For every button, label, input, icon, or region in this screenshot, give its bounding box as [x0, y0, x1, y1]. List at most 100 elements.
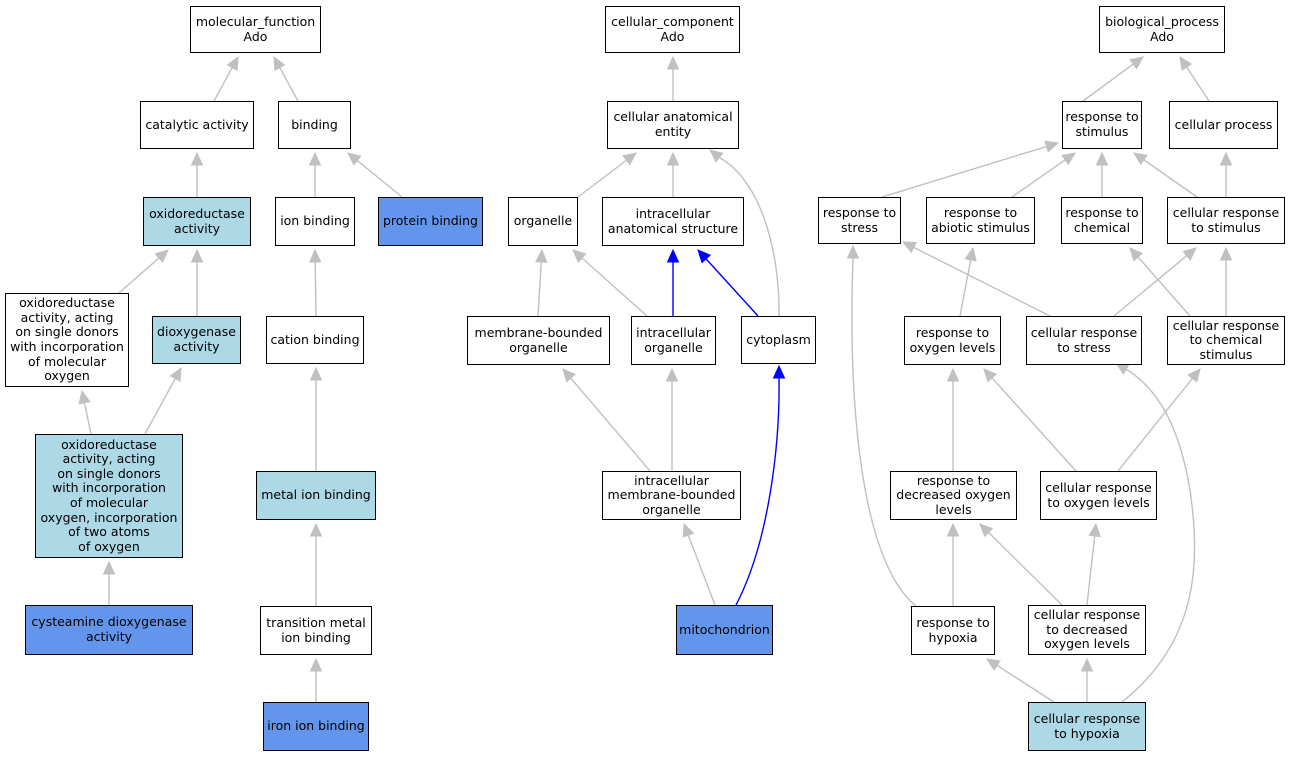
edge-crstress-to-crstim: [1113, 255, 1188, 317]
edge-oxsd-to-oxred-line: [118, 257, 160, 294]
node-metalb[interactable]: metal ion binding: [256, 471, 376, 520]
edge-cyto-to-ias-arrowhead: [697, 249, 712, 264]
node-mito[interactable]: mitochondrion: [676, 605, 773, 655]
edge-cp-to-bp-line: [1186, 66, 1210, 102]
edge-rts-to-bp: [1082, 63, 1134, 102]
edge-crdol-to-rdol: [988, 531, 1063, 606]
edge-protb-to-bind: [356, 160, 403, 198]
edge-io-to-organelle-line: [581, 257, 648, 317]
node-ionb[interactable]: ion binding: [275, 197, 355, 246]
edge-cyto-to-ias: [705, 258, 759, 317]
node-rts[interactable]: response to stimulus: [1062, 101, 1142, 149]
node-rdol[interactable]: response to decreased oxygen levels: [890, 471, 1017, 520]
edge-cyto-to-cae-arrowhead: [709, 149, 724, 163]
node-ras[interactable]: response to abiotic stimulus: [926, 197, 1035, 244]
edge-rol-to-ras: [959, 259, 972, 317]
edge-crol-to-crchem-arrowhead: [1187, 368, 1201, 383]
node-crhyp[interactable]: cellular response to hypoxia: [1028, 702, 1146, 751]
edge-oxsd2-to-oxsd: [83, 402, 92, 435]
node-oxsd2[interactable]: oxidoreductase activity, acting on singl…: [35, 434, 183, 558]
edge-ras-to-rts: [1011, 159, 1066, 198]
edge-mito-to-cyto: [735, 377, 780, 606]
edge-mbo-to-organelle-line: [537, 261, 542, 317]
edge-cp-to-bp-arrowhead: [1179, 55, 1193, 71]
edge-cp-to-bp: [1186, 66, 1210, 102]
node-rol[interactable]: response to oxygen levels: [904, 316, 1001, 365]
edge-mito-to-imbo-arrowhead: [682, 522, 695, 538]
edge-crdol-to-crol-arrowhead: [1088, 522, 1101, 538]
edge-tmib-to-metalb-arrowhead: [309, 522, 323, 537]
edge-bind-to-mf-line: [279, 67, 299, 102]
node-cationb[interactable]: cation binding: [266, 316, 364, 364]
node-crstim[interactable]: cellular response to stimulus: [1167, 197, 1285, 244]
edge-organelle-to-cae: [577, 159, 627, 198]
edge-crhyp-to-crdol-arrowhead: [1080, 657, 1094, 672]
edge-crchem-to-rchem-arrowhead: [1129, 247, 1143, 262]
edge-protb-to-bind-line: [356, 160, 403, 198]
edge-crstress-to-crstim-arrowhead: [1182, 247, 1197, 261]
node-cae[interactable]: cellular anatomical entity: [607, 101, 739, 149]
node-io[interactable]: intracellular organelle: [631, 316, 716, 365]
node-crchem[interactable]: cellular response to chemical stimulus: [1167, 316, 1285, 365]
edge-bind-to-mf: [279, 67, 299, 102]
node-ironb[interactable]: iron ion binding: [263, 702, 369, 751]
node-cp[interactable]: cellular process: [1169, 101, 1278, 149]
node-rstress[interactable]: response to stress: [818, 197, 901, 244]
node-bind[interactable]: binding: [278, 101, 351, 149]
edge-ias-to-cae-arrowhead: [666, 151, 680, 166]
node-oxsd[interactable]: oxidoreductase activity, acting on singl…: [5, 293, 129, 387]
edge-metalb-to-cationb-arrowhead: [309, 366, 323, 381]
node-cyto[interactable]: cytoplasm: [741, 316, 816, 364]
edge-crol-to-rol: [991, 377, 1077, 472]
edge-organelle-to-cae-arrowhead: [622, 152, 637, 166]
edge-rts-to-bp-arrowhead: [1129, 56, 1144, 70]
edge-diox-to-oxred-arrowhead: [190, 248, 204, 263]
edge-oxsd2-to-diox-line: [144, 378, 176, 435]
node-diox[interactable]: dioxygenase activity: [152, 316, 241, 364]
edge-crstress-to-crstim-line: [1113, 255, 1188, 317]
node-cat[interactable]: catalytic activity: [140, 101, 254, 149]
node-mbo[interactable]: membrane-bounded organelle: [467, 316, 610, 365]
edge-oxsd2-to-diox: [144, 378, 176, 435]
node-mf[interactable]: molecular_function Ado: [190, 6, 321, 53]
edge-crchem-to-crstim-arrowhead: [1219, 246, 1233, 261]
edge-crchem-to-rchem-line: [1137, 256, 1191, 317]
edge-crol-to-crchem: [1117, 377, 1194, 472]
node-rhyp[interactable]: response to hypoxia: [911, 606, 995, 655]
node-tmib[interactable]: transition metal ion binding: [260, 606, 372, 655]
edge-rhyp-to-rstress-line: [851, 257, 917, 607]
edge-crstress-to-rstress: [913, 246, 1051, 317]
edge-crdol-to-rdol-line: [988, 531, 1063, 606]
edge-crstim-to-cp-arrowhead: [1219, 151, 1233, 166]
node-cc[interactable]: cellular_component Ado: [605, 6, 740, 53]
edge-rhyp-to-rstress: [851, 257, 917, 607]
edge-crhyp-to-crstress-line: [1121, 368, 1196, 703]
node-organelle[interactable]: organelle: [508, 197, 578, 246]
node-cdo[interactable]: cysteamine dioxygenase activity: [25, 605, 193, 655]
node-oxred[interactable]: oxidoreductase activity: [143, 197, 251, 246]
edge-cat-to-mf-arrowhead: [226, 55, 239, 71]
edge-io-to-ias-arrowhead: [666, 248, 680, 263]
node-crol[interactable]: cellular response to oxygen levels: [1040, 471, 1157, 520]
edge-ras-to-rts-line: [1011, 159, 1066, 198]
node-crdol[interactable]: cellular response to decreased oxygen le…: [1028, 605, 1146, 655]
node-ias[interactable]: intracellular anatomical structure: [602, 197, 744, 246]
node-protb[interactable]: protein binding: [378, 197, 483, 246]
edge-cat-to-mf-line: [213, 67, 233, 102]
node-imbo[interactable]: intracellular membrane-bounded organelle: [602, 471, 741, 520]
edge-rstress-to-rts-line: [881, 145, 1047, 198]
edge-cdo-to-oxsd2-arrowhead: [102, 560, 116, 575]
edge-imbo-to-mbo-line: [570, 377, 651, 472]
edge-crol-to-rol-arrowhead: [983, 368, 998, 383]
edge-rhyp-to-rdol-arrowhead: [946, 522, 960, 537]
edge-oxsd2-to-oxsd-arrowhead: [78, 389, 91, 405]
node-rchem[interactable]: response to chemical: [1061, 197, 1143, 244]
edge-mito-to-imbo: [687, 534, 716, 606]
edge-cat-to-mf: [213, 67, 233, 102]
edge-crdol-to-crol: [1086, 535, 1096, 606]
node-crstress[interactable]: cellular response to stress: [1026, 316, 1142, 365]
edge-crstim-to-rts-arrowhead: [1133, 152, 1148, 166]
edge-io-to-organelle-arrowhead: [572, 249, 587, 264]
node-bp[interactable]: biological_process Ado: [1099, 6, 1225, 53]
